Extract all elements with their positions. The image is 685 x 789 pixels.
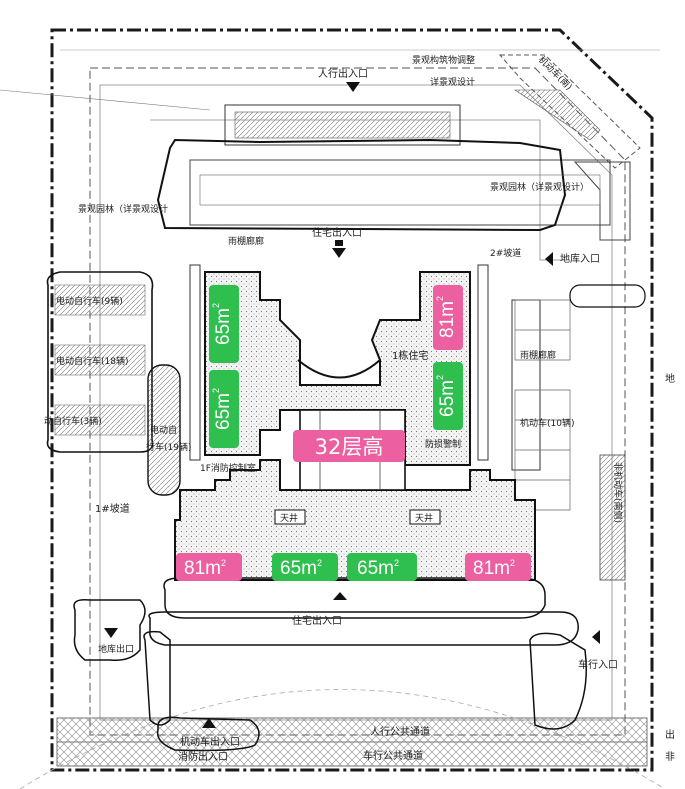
svg-text:65m2: 65m2 <box>280 558 322 579</box>
entrance-arrows <box>104 82 600 728</box>
top-right-angled-structure <box>498 54 641 241</box>
label-vehicle-top-right: 机动车(南) <box>536 54 575 93</box>
label-civil-defense: 防损警制 <box>425 438 461 450</box>
svg-text:65m2: 65m2 <box>435 375 458 417</box>
label-skylight-left: 天井 <box>280 512 298 524</box>
building-1-footprint <box>174 264 536 581</box>
label-building-1: 1栋住宅 <box>392 349 428 362</box>
badge-left-bottom: 65m2 <box>209 370 239 448</box>
floors-badge: 32层高 <box>293 430 405 462</box>
top-plaza <box>156 104 611 232</box>
garage-entrance-arrow <box>545 252 553 266</box>
label-ebike-9: 电动自行车(9辆) <box>56 295 123 307</box>
garage-exit-arrow <box>104 628 118 638</box>
label-detail-landscape: 详景观设计 <box>430 76 475 88</box>
public-path-strip <box>19 689 666 789</box>
label-pedestrian-entrance: 人行出入口 <box>318 67 368 80</box>
label-garage-entrance: 地库入口 <box>560 252 600 265</box>
label-residential-entrance-top: 住宅出入口 <box>312 226 362 239</box>
label-motor-exit: 机动车出入口 <box>180 735 240 748</box>
svg-text:81m2: 81m2 <box>473 558 515 579</box>
landscape-clouds <box>73 577 587 752</box>
ebike-parking-left <box>46 271 181 496</box>
label-fire-exit: 消防出入口 <box>178 750 228 763</box>
unit-badges: 65m2 65m2 81m2 65m2 32层高 <box>176 285 531 581</box>
label-ebike-19-b: 行车(19辆) <box>146 441 191 453</box>
badge-bottom-4: 81m2 <box>465 553 531 581</box>
label-fire-control: 1F消防控制室 <box>200 462 256 474</box>
site-labels: 人行出入口 景观构筑物调整 详景观设计 机动车(南) 景观园林（详景观设计 景观… <box>44 54 675 763</box>
label-vehicle-public-path: 车行公共通道 <box>363 749 423 762</box>
label-ped-public-path: 人行公共通道 <box>370 725 430 738</box>
vehicle-entrance-arrow <box>592 630 600 644</box>
label-ebike-18: 电动自行车(18辆) <box>56 355 128 367</box>
label-edge-right-b: 出 <box>665 728 675 741</box>
label-landscape-garden-right: 景观园林（详景观设计） <box>490 181 589 193</box>
label-garage-exit: 地库出口 <box>98 643 134 655</box>
pedestrian-entrance-arrow <box>346 82 360 92</box>
label-ebike-3: 动自行车(3辆) <box>44 415 102 427</box>
label-ramp-2: 2#坡道 <box>490 247 521 259</box>
residential-entrance-arrow-top <box>332 248 346 258</box>
label-residential-entrance-bottom: 住宅出入口 <box>292 614 342 627</box>
label-edge-right-c: 非 <box>665 751 675 763</box>
svg-text:81m2: 81m2 <box>435 296 458 338</box>
label-vehicle-entrance: 车行入口 <box>578 658 618 671</box>
badge-right-bottom: 65m2 <box>433 362 463 430</box>
label-ebike-19-a: 电动自 <box>150 424 177 436</box>
svg-text:65m2: 65m2 <box>211 303 234 345</box>
badge-bottom-2: 65m2 <box>272 553 338 581</box>
label-edge-right-a: 地 <box>665 372 675 385</box>
svg-text:65m2: 65m2 <box>211 388 234 430</box>
floors-badge-text: 32层高 <box>315 435 384 459</box>
badge-right-top: 81m2 <box>433 285 463 350</box>
label-canopy-corridor-right: 雨棚廊廊 <box>520 349 556 361</box>
label-landscape-garden-left: 景观园林（详景观设计 <box>78 203 168 215</box>
label-motor-10: 机动车(10辆) <box>520 417 574 429</box>
label-skylight-right: 天井 <box>415 512 433 524</box>
label-canopy-corridor-top: 雨棚廊廊 <box>228 235 264 247</box>
residential-entrance-arrow-bottom <box>333 592 347 600</box>
badge-left-top: 65m2 <box>209 285 239 363</box>
right-parking <box>511 284 646 581</box>
badge-bottom-3: 65m2 <box>347 553 417 581</box>
label-ramp-1: 1#坡道 <box>95 502 130 515</box>
motor-exit-arrow <box>202 718 216 728</box>
svg-text:65m2: 65m2 <box>357 558 399 579</box>
svg-text:81m2: 81m2 <box>184 558 226 579</box>
label-landscape-structure: 景观构筑物调整 <box>412 54 475 66</box>
label-vehicle-vertical: 非机动车(南侧) <box>612 462 624 523</box>
badge-bottom-1: 81m2 <box>176 553 242 581</box>
